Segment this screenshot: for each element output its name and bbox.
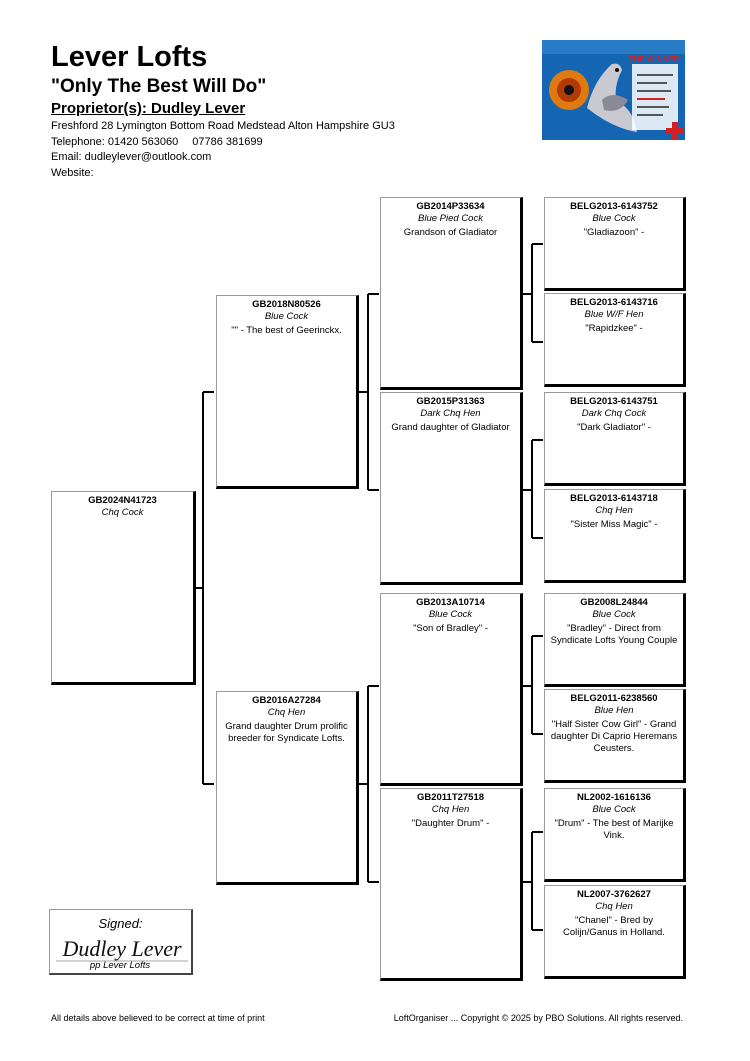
bird-description: "Bradley" - Direct from Syndicate Lofts …	[550, 623, 678, 646]
logo-title: THE WINNER	[629, 55, 680, 64]
pedigree-card-dsd: BELG2011-6238560 Blue Hen "Half Sister C…	[544, 689, 686, 783]
ring-number: GB2018N80526	[252, 299, 321, 310]
bird-description: "Gladiazoon" -	[583, 227, 645, 238]
bird-description: "Daughter Drum" -	[411, 818, 490, 829]
footer-disclaimer: All details above believed to be correct…	[51, 1013, 265, 1023]
ring-number: NL2007-3762627	[577, 889, 651, 900]
connector-ss	[521, 243, 543, 343]
bird-color: Blue Cock	[264, 311, 309, 322]
bird-description: Grand daughter of Gladiator	[391, 422, 510, 433]
bird-color: Blue Cock	[428, 609, 473, 620]
ring-number: GB2024N41723	[88, 495, 157, 506]
signature-title: Signed:	[98, 916, 143, 931]
bird-color: Blue Cock	[592, 609, 636, 620]
email: Email: dudleylever@outlook.com	[51, 151, 212, 163]
telephone-1: Telephone: 01420 563060	[51, 135, 179, 148]
connector-dam	[357, 685, 379, 883]
proprietor: Proprietor(s): Dudley Lever	[51, 100, 246, 117]
signature-pp: pp Lever Lofts	[89, 960, 151, 971]
bird-description: Grandson of Gladiator	[403, 227, 498, 238]
pedigree-card-sdd: BELG2013-6143718 Chq Hen "Sister Miss Ma…	[544, 489, 686, 583]
ring-number: GB2016A27284	[252, 695, 321, 706]
telephone-2: 07786 381699	[192, 135, 263, 148]
bird-description: "Rapidzkee" -	[585, 323, 643, 334]
bird-color: Chq Hen	[595, 505, 633, 516]
pedigree-card-dam: GB2016A27284 Chq Hen Grand daughter Drum…	[216, 691, 359, 885]
ring-number: GB2011T27518	[416, 792, 485, 803]
bird-color: Blue W/F Hen	[584, 309, 644, 320]
pedigree-card-ds: GB2013A10714 Blue Cock "Son of Bradley" …	[380, 593, 523, 786]
bird-color: Blue Cock	[592, 213, 636, 224]
ring-number: BELG2013-6143716	[570, 297, 658, 308]
bird-color: Chq Cock	[101, 507, 144, 518]
ring-number: BELG2013-6143718	[570, 493, 658, 504]
connector-dd	[521, 831, 543, 931]
pedigree-card-sire: GB2018N80526 Blue Cock "" - The best of …	[216, 295, 359, 489]
connector-sd	[521, 439, 543, 539]
bird-color: Chq Hen	[595, 901, 633, 912]
ring-number: GB2014P33634	[416, 201, 485, 212]
pedigree-card-ddd: NL2007-3762627 Chq Hen "Chanel" - Bred b…	[544, 885, 686, 979]
bird-color: Chq Hen	[267, 707, 306, 718]
loft-name: Lever Lofts	[51, 41, 208, 73]
bird-description: "" - The best of Geerinckx.	[231, 325, 342, 336]
pedigree-card-dss: GB2008L24844 Blue Cock "Bradley" - Direc…	[544, 593, 686, 687]
bird-color: Blue Hen	[594, 705, 634, 716]
pedigree-card-subject: GB2024N41723 Chq Cock	[51, 491, 196, 685]
ring-number: BELG2013-6143751	[570, 396, 658, 407]
signature-name: Dudley Lever	[61, 936, 182, 961]
bird-description: "Half Sister Cow Girl" - Grand daughter …	[550, 719, 678, 754]
pedigree-card-dd: GB2011T27518 Chq Hen "Daughter Drum" -	[380, 788, 523, 981]
bird-description: "Sister Miss Magic" -	[570, 519, 658, 530]
signature-box: Signed: Dudley Lever pp Lever Lofts	[49, 909, 193, 975]
bird-color: Blue Pied Cock	[418, 213, 483, 224]
connector-ds	[521, 635, 543, 735]
pedigree-card-sss: BELG2013-6143752 Blue Cock "Gladiazoon" …	[544, 197, 686, 291]
signature-graphic: Dudley Lever	[56, 936, 188, 962]
loft-motto: "Only The Best Will Do"	[51, 76, 267, 97]
pedigree-card-sd: GB2015P31363 Dark Chq Hen Grand daughter…	[380, 392, 523, 585]
bird-color: Dark Chq Hen	[420, 408, 481, 419]
ring-number: GB2015P31363	[416, 396, 485, 407]
bird-description: Grand daughter Drum prolific breeder for…	[225, 721, 348, 744]
bird-color: Blue Cock	[592, 804, 636, 815]
bird-description: "Drum" - The best of Marijke Vink.	[554, 818, 674, 841]
bird-description: "Dark Gladiator" -	[577, 422, 651, 433]
connector-subject	[193, 391, 214, 785]
bird-color: Chq Hen	[431, 804, 470, 815]
pedigree-card-sds: BELG2013-6143751 Dark Chq Cock "Dark Gla…	[544, 392, 686, 486]
ring-number: BELG2013-6143752	[570, 201, 658, 212]
telephone-line: Telephone: 01420 563060 07786 381699	[51, 135, 395, 151]
pedigree-card-ssd: BELG2013-6143716 Blue W/F Hen "Rapidzkee…	[544, 293, 686, 387]
address: Freshford 28 Lymington Bottom Road Medst…	[51, 120, 395, 132]
winner-logo-graphic: THE WINNER	[542, 40, 685, 140]
footer-copyright: LoftOrganiser ... Copyright © 2025 by PB…	[393, 1013, 683, 1023]
ring-number: GB2008L24844	[580, 597, 648, 608]
pedigree-card-dds: NL2002-1616136 Blue Cock "Drum" - The be…	[544, 788, 686, 882]
bird-color: Dark Chq Cock	[581, 408, 647, 419]
pedigree-card-ss: GB2014P33634 Blue Pied Cock Grandson of …	[380, 197, 523, 390]
ring-number: BELG2011-6238560	[570, 693, 658, 704]
ring-number: NL2002-1616136	[577, 792, 651, 803]
website: Website:	[51, 166, 94, 179]
winner-logo: THE WINNER	[542, 40, 685, 140]
loft-header: Lever Lofts "Only The Best Will Do" Prop…	[51, 40, 395, 181]
ring-number: GB2013A10714	[416, 597, 485, 608]
connector-sire	[357, 293, 379, 491]
bird-description: "Chanel" - Bred by Colijn/Ganus in Holla…	[563, 915, 665, 938]
bird-description: "Son of Bradley" -	[413, 623, 488, 634]
